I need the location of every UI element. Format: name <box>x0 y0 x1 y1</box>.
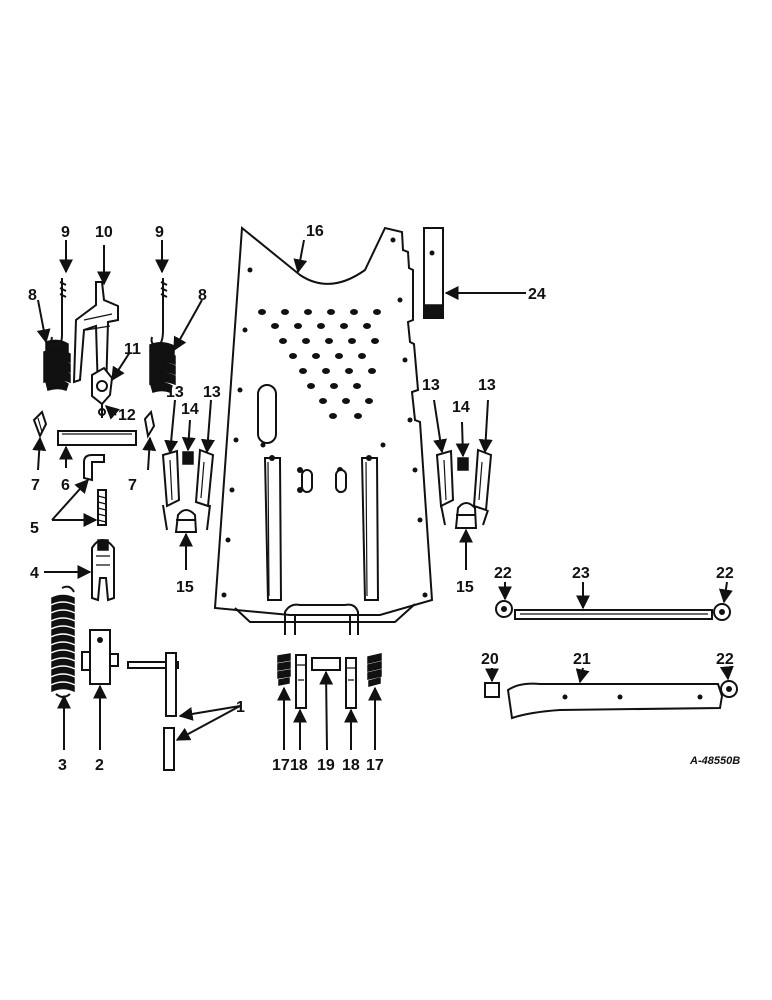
callout-20: 20 <box>481 651 499 668</box>
callout-17-left: 17 <box>272 757 290 774</box>
callout-13-d: 13 <box>478 377 496 394</box>
part-3-spring <box>51 585 75 698</box>
callout-3: 3 <box>58 757 67 774</box>
callout-7-right: 7 <box>128 477 137 494</box>
drawing-code: A-48550B <box>689 755 740 767</box>
callout-4: 4 <box>30 565 39 582</box>
callout-18-left: 18 <box>290 757 308 774</box>
callout-8-left: 8 <box>28 287 37 304</box>
part-24-bar <box>423 227 444 319</box>
callout-15-right: 15 <box>456 579 474 596</box>
callout-labels: 9 9 10 8 8 11 12 7 7 6 5 4 3 2 1 13 14 1… <box>28 223 740 774</box>
bracket-group-left <box>161 448 215 533</box>
part-5-parts <box>83 454 107 526</box>
callout-9-right: 9 <box>155 224 164 241</box>
callout-9-left: 9 <box>61 224 70 241</box>
bottom-small-parts <box>277 653 382 709</box>
callout-13-b: 13 <box>203 384 221 401</box>
callout-19: 19 <box>317 757 335 774</box>
callout-18-right: 18 <box>342 757 360 774</box>
main-plate <box>213 226 434 635</box>
callout-16: 16 <box>306 223 324 240</box>
callout-14-right: 14 <box>452 399 470 416</box>
part-7-left <box>32 410 48 439</box>
callout-7-left: 7 <box>31 477 40 494</box>
callout-8-right: 8 <box>198 287 207 304</box>
callout-2: 2 <box>95 757 104 774</box>
callout-10: 10 <box>95 224 113 241</box>
callout-22-a: 22 <box>494 565 512 582</box>
spring-assembly-left <box>43 278 176 418</box>
callout-13-a: 13 <box>166 384 184 401</box>
part-4-clevis <box>91 539 115 602</box>
callout-24: 24 <box>528 286 546 303</box>
callout-12: 12 <box>118 407 136 424</box>
bar-assembly <box>484 600 738 720</box>
callout-14-left: 14 <box>181 401 199 418</box>
callout-21: 21 <box>573 651 591 668</box>
callout-22-b: 22 <box>716 565 734 582</box>
part-2-block <box>81 629 119 685</box>
callout-23: 23 <box>572 565 590 582</box>
callout-1: 1 <box>236 699 245 716</box>
callout-6: 6 <box>61 477 70 494</box>
callout-11: 11 <box>124 341 141 358</box>
part-6-pin <box>57 430 137 446</box>
callout-15-left: 15 <box>176 579 194 596</box>
callout-17-right: 17 <box>366 757 384 774</box>
bracket-group-right <box>435 448 493 529</box>
part-1-levers <box>127 652 179 771</box>
callout-5: 5 <box>30 520 39 537</box>
callout-22-c: 22 <box>716 651 734 668</box>
part-7-right <box>143 409 156 439</box>
leader-arrows <box>32 239 734 751</box>
callout-13-c: 13 <box>422 377 440 394</box>
